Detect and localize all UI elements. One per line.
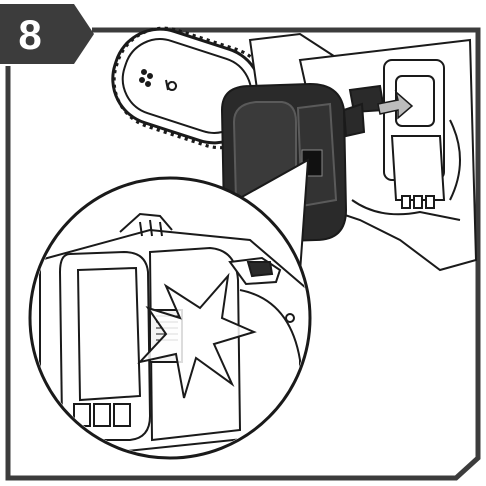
- step-number: 8: [18, 11, 42, 58]
- step-number-badge: [0, 4, 94, 64]
- zoom-callout: [28, 176, 312, 460]
- insert-direction-arrow: [377, 89, 414, 120]
- chainsaw-scene: [111, 26, 478, 272]
- click-burst-icon: [137, 272, 257, 399]
- panel-frame: [5, 27, 481, 481]
